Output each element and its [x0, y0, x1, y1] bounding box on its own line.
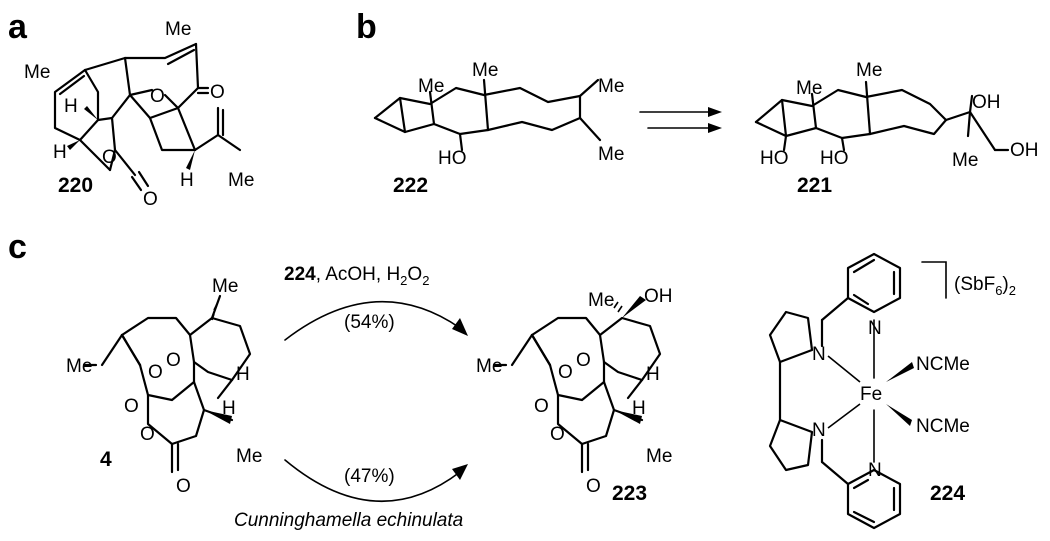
compound-label-4: 4 — [100, 448, 112, 471]
structure-220 — [53, 42, 242, 192]
atom-me-220b: Me — [24, 62, 50, 83]
atom-o-223a: O — [558, 362, 573, 383]
atom-o-220d: O — [143, 189, 158, 210]
atom-me-221b: Me — [856, 60, 882, 81]
atom-me-4b: Me — [66, 356, 92, 377]
atom-o-220a: O — [210, 82, 225, 103]
structure-4 — [82, 294, 252, 474]
atom-o-4e: O — [176, 476, 191, 497]
compound-label-223: 223 — [612, 482, 647, 505]
conditions-sub1: 2 — [400, 273, 407, 288]
conditions-catalyst-label: 224 — [284, 264, 316, 285]
atom-h-223a: H — [646, 364, 660, 385]
panel-label-a: a — [8, 8, 28, 46]
atom-n-224d: N — [868, 460, 882, 481]
conditions-o: O — [407, 264, 422, 285]
conditions-sub2: 2 — [422, 273, 429, 288]
conditions-chemical: 224, AcOH, H2O2 — [284, 264, 429, 288]
atom-fe-224: Fe — [860, 384, 882, 405]
atom-h-4a: H — [236, 364, 250, 385]
counterion: (SbF6)2 — [954, 274, 1016, 298]
conditions-biocatalyst: Cunninghamella echinulata — [234, 510, 463, 531]
atom-o-4d: O — [140, 424, 155, 445]
atom-h-220c: H — [180, 170, 194, 191]
compound-label-220: 220 — [58, 174, 93, 197]
counterion-sub2: 2 — [1009, 283, 1016, 298]
atom-me-220a: Me — [165, 19, 191, 40]
atom-me-223b: Me — [476, 356, 502, 377]
atom-me-223c: Me — [646, 446, 672, 467]
compound-label-224: 224 — [930, 482, 965, 505]
structure-223 — [492, 296, 662, 474]
yield-top: (54%) — [344, 312, 395, 333]
atom-me-220c: Me — [228, 170, 254, 191]
atom-h-220b: H — [53, 142, 67, 163]
multistep-arrow — [639, 107, 722, 133]
atom-ncme-224a: NCMe — [916, 354, 970, 375]
atom-me-222c: Me — [598, 76, 624, 97]
curved-arrows — [284, 300, 468, 503]
atom-o-4b: O — [166, 350, 181, 371]
atom-h-220a: H — [64, 96, 78, 117]
atom-o-4c: O — [124, 396, 139, 417]
atom-me-221a: Me — [796, 78, 822, 99]
atom-o-223d: O — [550, 424, 565, 445]
panel-label-c: c — [8, 228, 27, 266]
counterion-text: (SbF — [954, 274, 995, 295]
conditions-reagents: , AcOH, H — [316, 264, 400, 285]
atom-ho-221b: HO — [820, 148, 849, 169]
atom-o-223c: O — [534, 396, 549, 417]
counterion-close: ) — [1002, 274, 1008, 295]
compound-label-222: 222 — [393, 174, 428, 197]
atom-oh-221a: OH — [972, 92, 1001, 113]
atom-me-4c: Me — [236, 446, 262, 467]
counterion-sub1: 6 — [995, 283, 1002, 298]
atom-me-222b: Me — [472, 60, 498, 81]
atom-o-4a: O — [148, 362, 163, 383]
atom-me-222d: Me — [598, 144, 624, 165]
yield-bottom: (47%) — [344, 466, 395, 487]
compound-label-221: 221 — [797, 174, 832, 197]
atom-me-222a: Me — [418, 76, 444, 97]
atom-o-220c: O — [102, 147, 117, 168]
atom-o-223e: O — [586, 476, 601, 497]
atom-me-223a: Me — [588, 290, 614, 311]
atom-n-224b: N — [812, 344, 826, 365]
structure-221 — [754, 80, 1010, 152]
atom-me-4a: Me — [212, 276, 238, 297]
atom-h-223b: H — [632, 398, 646, 419]
atom-o-220b: O — [150, 86, 165, 107]
atom-oh-223: OH — [644, 286, 673, 307]
atom-o-223b: O — [576, 350, 591, 371]
structure-222 — [373, 78, 602, 152]
atom-oh-221b: OH — [1010, 140, 1039, 161]
atom-ho-222: HO — [438, 148, 467, 169]
atom-ho-221a: HO — [760, 148, 789, 169]
atom-n-224c: N — [812, 420, 826, 441]
atom-me-221c: Me — [952, 150, 978, 171]
atom-n-224a: N — [868, 318, 882, 339]
atom-ncme-224b: NCMe — [916, 416, 970, 437]
structure-224 — [768, 252, 947, 530]
atom-h-4b: H — [222, 398, 236, 419]
panel-label-b: b — [356, 8, 377, 46]
